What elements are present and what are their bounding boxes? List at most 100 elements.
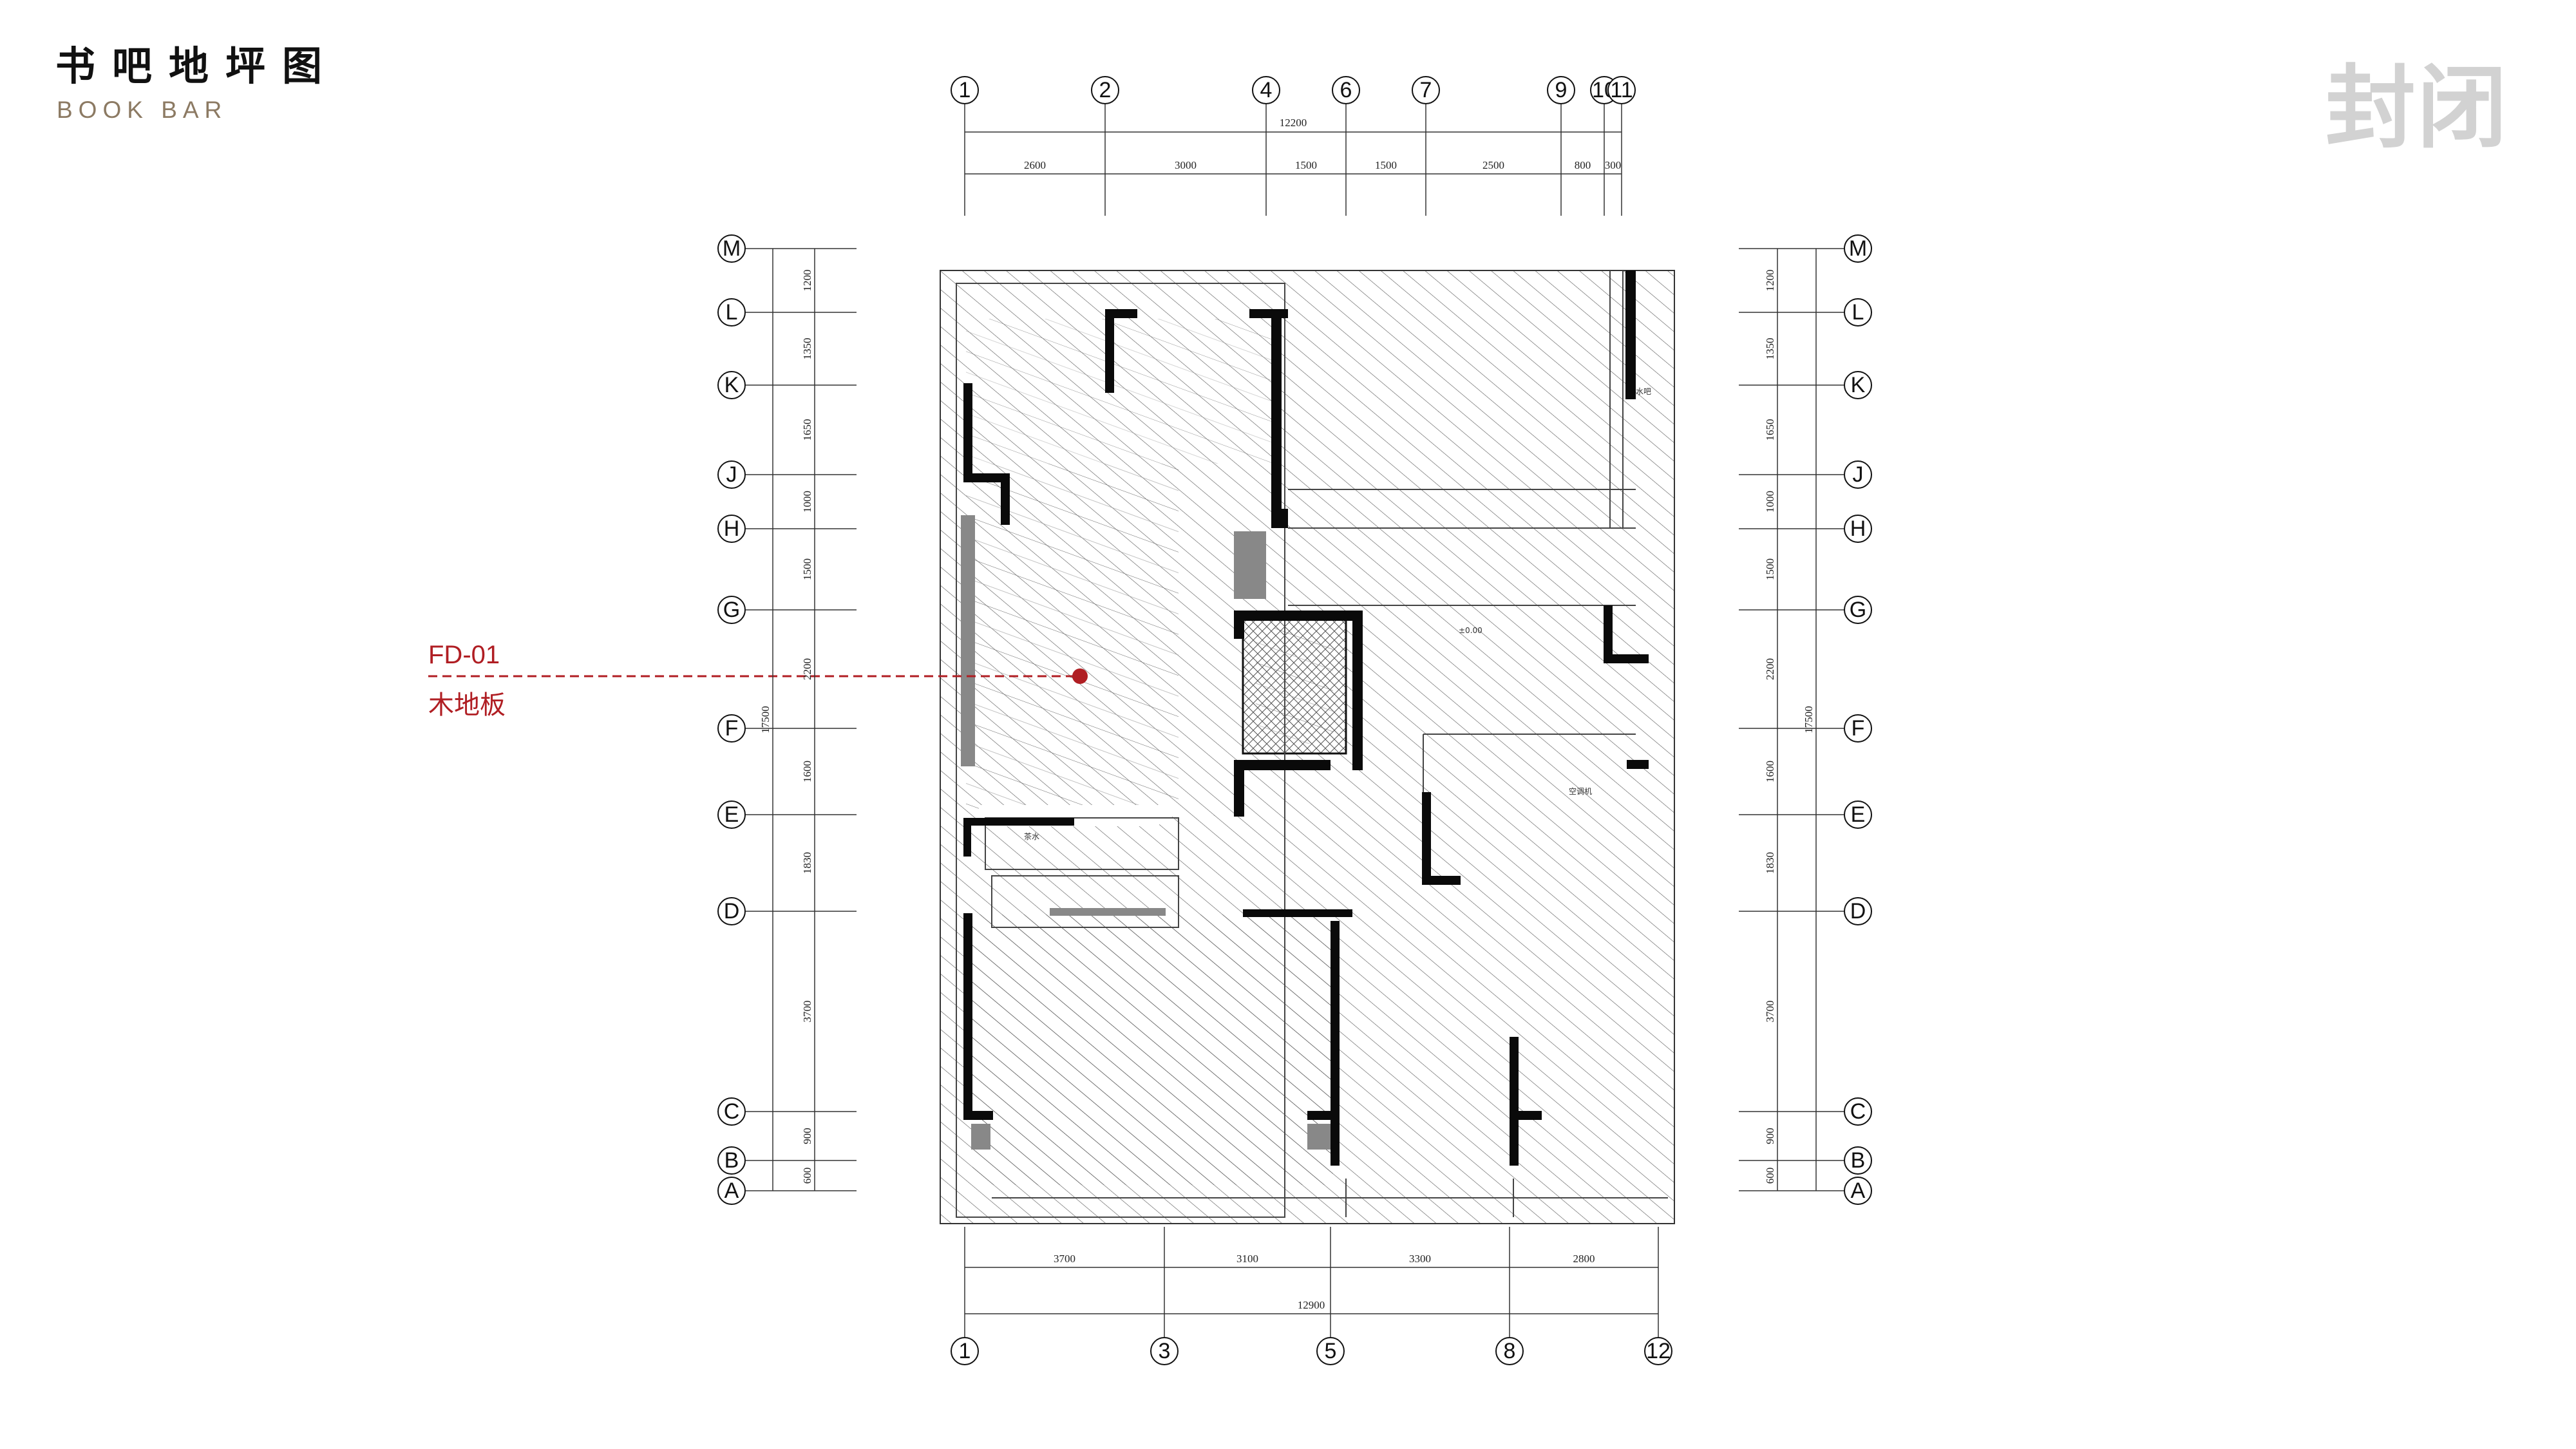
right-axis-H-circle xyxy=(1844,515,1872,543)
top-span-dim: 1500 xyxy=(1375,159,1397,171)
top-span-dim: 3000 xyxy=(1175,159,1197,171)
north-room-planks xyxy=(966,319,1275,464)
grey-columns xyxy=(961,515,1331,1150)
left-axis-J-circle xyxy=(717,460,746,489)
right-axis-C-label: C xyxy=(1850,1099,1866,1124)
bottom-axis-8-label: 8 xyxy=(1504,1339,1516,1363)
bottom-span-dim: 3300 xyxy=(1409,1253,1431,1265)
right-axis-H-label: H xyxy=(1850,516,1866,541)
top-axis-4-circle xyxy=(1252,76,1280,104)
left-axis-D-circle xyxy=(717,897,746,925)
left-axis-C-label: C xyxy=(724,1099,740,1124)
top-span-dim: 1500 xyxy=(1295,159,1317,171)
right-axis-grid: MLKJHGFEDCBA1200135016501000150022001600… xyxy=(1739,234,1872,1205)
right-axis-G-circle xyxy=(1844,596,1872,624)
bottom-axis-12-label: 12 xyxy=(1646,1339,1671,1363)
left-axis-M-label: M xyxy=(723,236,741,261)
right-axis-J-label: J xyxy=(1853,462,1864,487)
right-axis-A-circle xyxy=(1844,1177,1872,1205)
left-axis-J-label: J xyxy=(726,462,737,487)
top-axis-9-circle xyxy=(1547,76,1575,104)
top-axis-1-label: 1 xyxy=(959,78,971,102)
top-axis-6-circle xyxy=(1332,76,1360,104)
top-axis-11-label: 11 xyxy=(1610,78,1633,102)
left-axis-A-label: A xyxy=(724,1179,739,1203)
left-axis-H-circle xyxy=(717,515,746,543)
bottom-axis-3-circle xyxy=(1150,1337,1179,1365)
left-span-dim: 1650 xyxy=(801,419,813,441)
left-span-dim: 1200 xyxy=(801,270,813,292)
page-title: 书吧地坪图 xyxy=(55,43,339,90)
left-axis-C-circle xyxy=(717,1097,746,1126)
right-axis-B-label: B xyxy=(1851,1148,1866,1173)
bottom-axis-12-circle xyxy=(1644,1337,1672,1365)
right-axis-G-label: G xyxy=(1850,598,1866,622)
page-subtitle: BOOK BAR xyxy=(57,97,228,123)
left-span-dim: 2200 xyxy=(801,658,813,680)
left-span-dim: 1500 xyxy=(801,558,813,580)
right-axis-D-circle xyxy=(1844,897,1872,925)
left-axis-G-circle xyxy=(717,596,746,624)
top-span-dim: 800 xyxy=(1575,159,1591,171)
callout-code: FD-01 xyxy=(428,641,500,669)
right-axis-M-label: M xyxy=(1849,236,1867,261)
right-axis-K-circle xyxy=(1844,371,1872,399)
right-span-dim: 1500 xyxy=(1764,558,1776,580)
right-span-dim: 1200 xyxy=(1764,270,1776,292)
left-axis-D-label: D xyxy=(724,899,740,923)
left-axis-K-circle xyxy=(717,371,746,399)
left-axis-K-label: K xyxy=(724,373,739,397)
right-span-dim: 1600 xyxy=(1764,761,1776,782)
left-axis-G-label: G xyxy=(723,598,740,622)
top-span-dim: 300 xyxy=(1605,159,1622,171)
left-axis-E-circle xyxy=(717,800,746,829)
left-axis-H-label: H xyxy=(724,516,740,541)
right-axis-B-circle xyxy=(1844,1146,1872,1175)
right-axis-D-label: D xyxy=(1850,899,1866,923)
left-span-dim: 1600 xyxy=(801,761,813,782)
left-axis-B-label: B xyxy=(724,1148,739,1173)
right-span-dim: 1830 xyxy=(1764,852,1776,874)
left-overall-dim: 17500 xyxy=(759,706,772,734)
callout-material: 木地板 xyxy=(428,690,506,720)
bottom-axis-1-circle xyxy=(951,1337,979,1365)
interior-outlines xyxy=(956,270,1668,1218)
right-axis-K-label: K xyxy=(1851,373,1866,397)
bottom-axis-3-label: 3 xyxy=(1159,1339,1171,1363)
top-axis-9-label: 9 xyxy=(1555,78,1567,102)
top-axis-7-label: 7 xyxy=(1420,78,1432,102)
left-axis-E-label: E xyxy=(724,802,739,827)
left-axis-L-circle xyxy=(717,298,746,327)
left-span-dim: 3700 xyxy=(801,1001,813,1023)
left-span-dim: 600 xyxy=(801,1168,813,1184)
bottom-span-dim: 2800 xyxy=(1573,1253,1595,1265)
right-axis-F-circle xyxy=(1844,714,1872,743)
bottom-axis-8-circle xyxy=(1495,1337,1524,1365)
top-span-dim: 2500 xyxy=(1482,159,1504,171)
right-overall-dim: 17500 xyxy=(1803,706,1815,734)
right-axis-L-circle xyxy=(1844,298,1872,327)
right-span-dim: 1350 xyxy=(1764,338,1776,360)
right-span-dim: 900 xyxy=(1764,1128,1776,1144)
left-span-dim: 1000 xyxy=(801,491,813,513)
note-tea: 茶水 xyxy=(1024,831,1039,841)
bottom-span-dim: 3700 xyxy=(1054,1253,1075,1265)
right-axis-E-label: E xyxy=(1851,802,1866,827)
right-axis-L-label: L xyxy=(1852,300,1864,325)
right-axis-A-label: A xyxy=(1851,1179,1866,1203)
bottom-overall-dim: 12900 xyxy=(1298,1299,1325,1311)
top-span-dim: 2600 xyxy=(1024,159,1046,171)
right-axis-J-circle xyxy=(1844,460,1872,489)
note-ac: 空调机 xyxy=(1569,787,1592,796)
bottom-axis-5-label: 5 xyxy=(1325,1339,1337,1363)
top-axis-1-circle xyxy=(951,76,979,104)
top-axis-4-label: 4 xyxy=(1260,78,1273,102)
note-elevation: ±0.00 xyxy=(1459,626,1482,635)
right-span-dim: 600 xyxy=(1764,1168,1776,1184)
left-span-dim: 1350 xyxy=(801,338,813,360)
right-axis-E-circle xyxy=(1844,800,1872,829)
right-axis-C-circle xyxy=(1844,1097,1872,1126)
